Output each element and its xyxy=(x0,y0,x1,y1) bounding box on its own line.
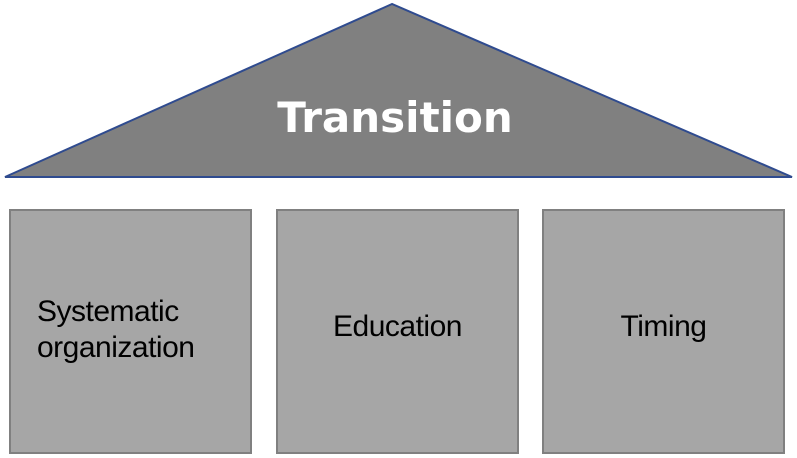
pillar-label: Systematic organization xyxy=(37,294,195,364)
roof-shape xyxy=(4,2,793,178)
roof-title: Transition xyxy=(277,93,513,142)
pillar-label: Timing xyxy=(620,309,707,343)
pillar-education: Education xyxy=(276,209,519,454)
pillar-timing: Timing xyxy=(542,209,785,454)
pillar-systematic-organization: Systematic organization xyxy=(9,209,252,454)
pillar-label: Education xyxy=(333,309,462,343)
roof-triangle xyxy=(4,2,793,178)
